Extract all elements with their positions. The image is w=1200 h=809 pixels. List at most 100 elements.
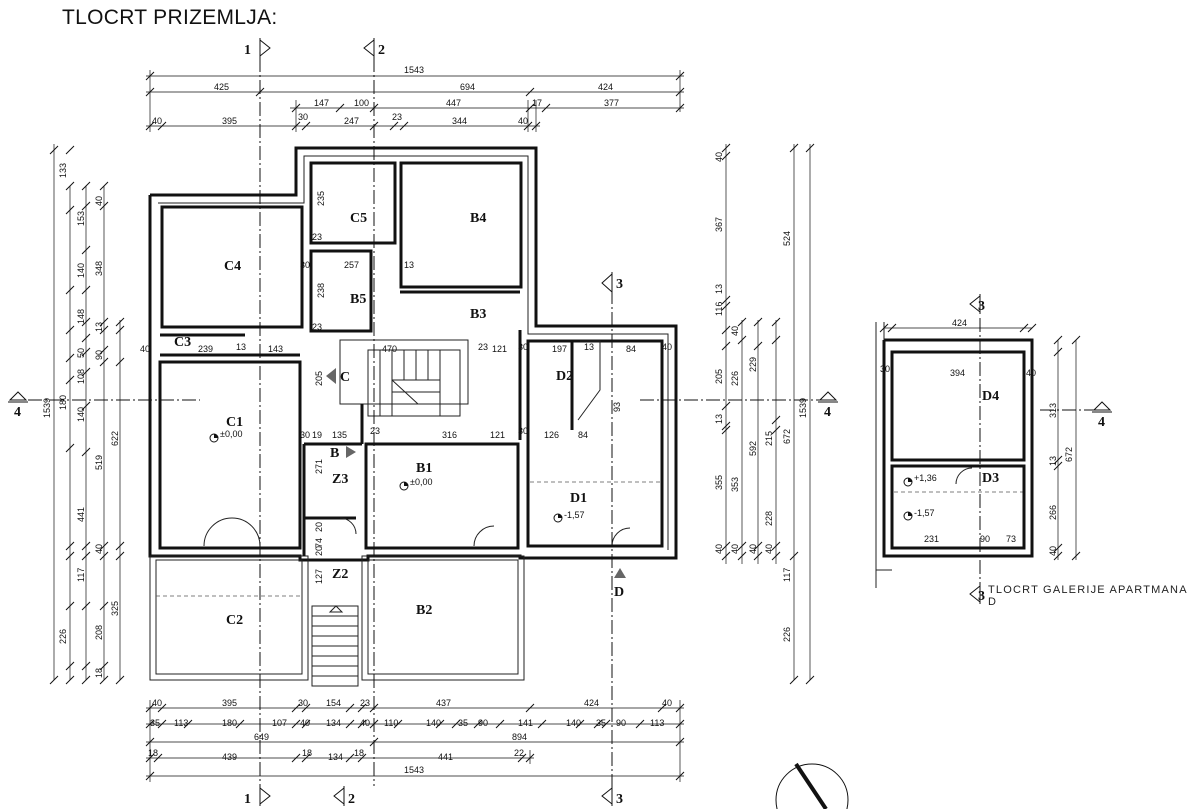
dim-bot-r4-5: 441 — [438, 752, 453, 762]
dimension-tick — [157, 719, 167, 729]
dim-top-r4-0: 40 — [152, 116, 162, 126]
dim-int-15: 197 — [552, 344, 567, 354]
dim-right-a-2: 13 — [714, 284, 724, 294]
dimension-tick — [81, 541, 91, 551]
section-4-left: 4 — [14, 405, 21, 420]
dim-int-8: 239 — [198, 344, 213, 354]
dimension-tick — [887, 323, 897, 333]
room-d2: D2 — [556, 369, 573, 384]
dim-top-r4-1: 395 — [222, 116, 237, 126]
dimension-tick — [593, 719, 603, 729]
dimension-tick — [255, 87, 265, 97]
dimension-tick — [771, 335, 781, 345]
dimension-tick — [81, 317, 91, 327]
dim-gal-in-2: 40 — [1026, 368, 1036, 378]
dimension-tick — [81, 601, 91, 611]
dim-right-b-1: 229 — [748, 357, 758, 372]
dim-gal-in-3: 231 — [924, 534, 939, 544]
room-b5: B5 — [350, 292, 366, 307]
dimension-labels: 1543 425 694 424 147 100 447 17 377 40 3… — [42, 65, 1074, 775]
dimension-tick — [721, 301, 731, 311]
dimension-tick — [721, 541, 731, 551]
dimension-tick — [157, 703, 167, 713]
dim-int-23: 23 — [370, 426, 380, 436]
dim-bot-r2-2: 180 — [222, 718, 237, 728]
dimension-tick — [675, 103, 685, 113]
exterior-walls — [148, 146, 678, 681]
dim-left-a-1: 153 — [76, 211, 86, 226]
dimension-tick — [805, 143, 815, 153]
dimension-tick — [537, 719, 547, 729]
staircase — [311, 350, 441, 687]
dimension-tick — [541, 103, 551, 113]
dim-gal-right-4: 40 — [1048, 546, 1058, 556]
dim-left-d-0: 325 — [110, 601, 120, 616]
level-d3-down: -1,57 — [914, 508, 935, 518]
dimension-tick — [49, 145, 59, 155]
dimension-tick — [737, 335, 747, 345]
dimension-tick — [721, 295, 731, 305]
dim-int-19: 205 — [314, 371, 324, 386]
dimension-tick — [635, 719, 645, 729]
dimension-tick — [1053, 455, 1063, 465]
dimension-tick — [753, 541, 763, 551]
dimension-tick — [145, 753, 155, 763]
dimension-tick — [1027, 323, 1037, 333]
dimension-tick — [99, 541, 109, 551]
dimension-tick — [145, 719, 155, 729]
right-dimension-lines — [725, 144, 1077, 680]
dim-right-a-8: 40 — [730, 326, 740, 336]
room-z3: Z3 — [332, 472, 348, 487]
dim-int-33: 20 — [314, 546, 324, 556]
dim-int-34: 127 — [314, 569, 324, 584]
dimension-tick — [115, 357, 125, 367]
dimension-tick — [99, 661, 109, 671]
dimension-tick — [657, 703, 667, 713]
dimension-tick — [99, 325, 109, 335]
dimension-tick — [435, 719, 445, 729]
dim-right-a-1: 367 — [714, 217, 724, 232]
dim-right-b-4: 226 — [782, 627, 792, 642]
dim-right-e-0: 1539 — [798, 398, 808, 418]
dim-bot-r4-2: 18 — [302, 748, 312, 758]
dim-int-22: 135 — [332, 430, 347, 440]
dim-left-c-1: 348 — [94, 261, 104, 276]
dimension-tick — [115, 675, 125, 685]
dimension-tick — [451, 719, 461, 729]
dim-top-r3-2: 447 — [446, 98, 461, 108]
dimension-tick — [1053, 461, 1063, 471]
dim-bot-r1-6: 424 — [584, 698, 599, 708]
dimension-tick — [1053, 543, 1063, 553]
dim-bot-r1-0: 40 — [152, 698, 162, 708]
room-z2: Z2 — [332, 567, 348, 582]
section-3-bottom: 3 — [616, 792, 623, 807]
dimension-tick — [65, 443, 75, 453]
dimension-tick — [517, 753, 527, 763]
dimension-tick — [753, 317, 763, 327]
dimension-tick — [145, 771, 155, 781]
dim-left-a-6: 441 — [76, 507, 86, 522]
dimension-tick — [721, 425, 731, 435]
room-d4: D4 — [982, 389, 999, 404]
dimension-tick — [65, 551, 75, 561]
dim-left-a-3: 148 — [76, 309, 86, 324]
dim-bot-r2-10: 90 — [478, 718, 488, 728]
dim-int-31: 20 — [314, 522, 324, 532]
dimension-tick — [157, 121, 167, 131]
gallery-caption: TLOCRT GALERIJE APARTMANA D — [988, 584, 1188, 608]
bottom-dimension-lines — [146, 700, 684, 782]
dim-bot-r2-13: 35 — [596, 718, 606, 728]
dimension-tick — [675, 771, 685, 781]
section-4-right: 4 — [824, 405, 831, 420]
dim-bot-r2-3: 107 — [272, 718, 287, 728]
dim-left-c-3: 50 — [76, 348, 86, 358]
dim-int-0: 235 — [316, 191, 326, 206]
dimension-tick — [99, 357, 109, 367]
dim-bot-r1-7: 40 — [662, 698, 672, 708]
dim-right-d-2: 40 — [764, 544, 774, 554]
dimension-tick — [65, 205, 75, 215]
dimension-tick — [81, 181, 91, 191]
dim-int-6: 23 — [312, 322, 322, 332]
dim-int-13: 121 — [492, 344, 507, 354]
dimension-tick — [675, 719, 685, 729]
